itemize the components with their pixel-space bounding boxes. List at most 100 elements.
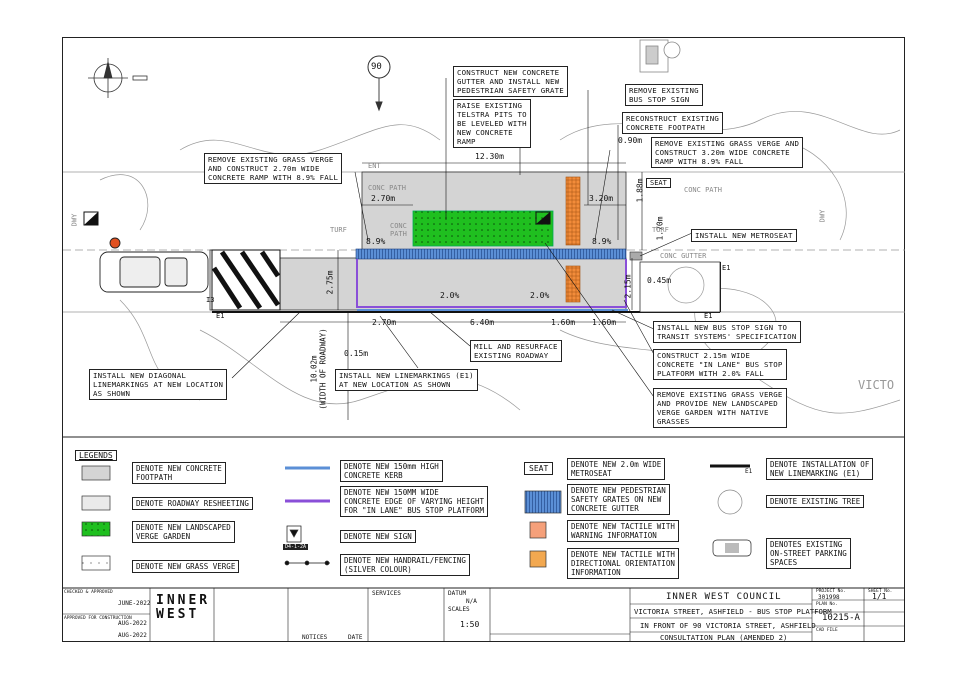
project-no-label: PROJECT No. [816,589,846,594]
dim-015: 0.15m [344,349,369,358]
note-construct-gutter: CONSTRUCT NEW CONCRETE GUTTER AND INSTAL… [453,66,568,97]
tactile-directional [565,176,581,246]
dim-090: 0.90m [618,136,643,145]
datum-label: DATUM [448,590,467,597]
legend-item-handrail: DENOTE NEW HANDRAIL/FENCING (SILVER COLO… [340,554,470,576]
council-name: INNER WEST COUNCIL [666,592,782,602]
dim-overall: 12.30m [475,152,504,161]
label-conc-path-right: CONC PATH [684,186,722,194]
label-seat: SEAT [646,178,671,188]
legend-item-resheeting: DENOTE ROADWAY RESHEETING [132,497,253,510]
note-raise-telstra: RAISE EXISTING TELSTRA PITS TO BE LEVELE… [453,99,531,148]
datum-value: N/A [466,598,477,605]
label-conc-path-small: CONC PATH [390,222,407,238]
label-e1-b: E1 [722,264,731,272]
dim-bot-160b: 1.60m [592,318,617,327]
note-mill-resurface: MILL AND RESURFACE EXISTING ROADWAY [470,340,562,362]
label-dwy-right: DWY [818,209,827,223]
legend-item-tactile-directional: DENOTE NEW TACTILE WITH DIRECTIONAL ORIE… [567,548,679,579]
council-logo: INNER WEST [156,593,211,622]
sheet-no: 1/1 [872,592,887,601]
north-arrow [88,58,148,98]
label-e1-a: E1 [216,312,225,320]
plan-status: CONSULTATION PLAN (AMENDED 2) [660,633,788,642]
legend-item-garden: DENOTE NEW LANDSCAPED VERGE GARDEN [132,521,235,543]
date-3: AUG-2022 [118,632,147,639]
legend-sign-code: D4-1-2A [283,544,309,550]
label-victo: VICTO [858,378,895,392]
label-conc-path-left: CONC PATH [368,184,406,192]
note-remove-verge-garden: REMOVE EXISTING GRASS VERGE AND PROVIDE … [653,388,787,428]
pct-right: 8.9% [592,237,612,246]
legend-item-tactile-warning: DENOTE NEW TACTILE WITH WARNING INFORMAT… [567,520,679,542]
legend-item-sign: DENOTE NEW SIGN [340,530,416,543]
dim-left-ramp: 2.70m [371,194,396,203]
label-conc-gutter: CONC GUTTER [660,252,707,260]
label-e1-c: E1 [704,312,713,320]
approved-construction: APPROVED FOR CONSTRUCTION [64,616,132,621]
pedestrian-safety-grate [355,248,627,260]
dim-1002: 10.02m (WIDTH OF ROADWAY) [309,328,328,410]
fall-1: 2.0% [440,291,460,300]
legend-seat-symbol: SEAT [524,462,554,475]
project-location: IN FRONT OF 90 VICTORIA STREET, ASHFIELD [640,621,816,630]
label-turf-left: TURF [330,226,347,234]
drawing-sheet [62,37,905,642]
note-construct-platform: CONSTRUCT 2.15m WIDE CONCRETE "IN LANE" … [653,349,787,380]
legend-item-metroseat: DENOTE NEW 2.0m WIDE METROSEAT [567,458,666,480]
legend-item-tree: DENOTE EXISTING TREE [766,495,865,508]
parked-car-icon [99,237,209,293]
existing-tree-icon [667,266,705,304]
legend-item-linemarking: DENOTE INSTALLATION OF NEW LINEMARKING (… [766,458,874,480]
warning-markers [83,211,551,226]
scales-label: SCALES [448,606,470,613]
pct-left: 8.9% [366,237,386,246]
checked-approved: CHECKED & APPROVED [64,590,113,595]
dim-bot-640: 6.40m [470,318,495,327]
dim-bot-160a: 1.60m [551,318,576,327]
label-turf-right: TURF [652,226,669,234]
scale-value: 1:50 [460,620,480,629]
dim-bot-270: 2.70m [372,318,397,327]
dim-right-ramp: 3.20m [589,194,614,203]
services-label: SERVICES [372,590,401,597]
note-remove-sign: REMOVE EXISTING BUS STOP SIGN [625,84,703,106]
legend-item-grates: DENOTE NEW PEDESTRIAN SAFETY GRATES ON N… [567,484,670,515]
dim-188: 1.88m [635,178,645,203]
note-install-metroseat: INSTALL NEW METROSEAT [691,229,797,242]
plan-no: 10215-A [822,613,860,623]
metroseat [629,251,643,261]
project-title: VICTORIA STREET, ASHFIELD - BUS STOP PLA… [634,607,832,616]
plan-no-label: PLAN No. [816,602,838,607]
in-lane-edge [356,259,627,308]
date-1: JUNE-2022 [118,600,151,607]
dim-275: 2.75m [325,270,335,295]
diagonal-linemarkings [211,249,281,311]
conc-gutter-box [639,261,721,313]
note-remove-verge-left: REMOVE EXISTING GRASS VERGE AND CONSTRUC… [204,153,343,184]
label-ent: ENT [368,162,381,170]
title-block-grid [62,588,905,642]
cad-file: CAD FILE [816,628,838,633]
date-label: DATE [348,634,363,641]
legend-title: LEGENDS [75,450,117,461]
legend-item-kerb: DENOTE NEW 150mm HIGH CONCRETE KERB [340,460,443,482]
dim-045: 0.45m [647,276,672,285]
fall-2: 2.0% [530,291,550,300]
project-no: 301998 [818,594,840,601]
notices-label: NOTICES [302,634,328,641]
label-dwy-left: DWY [70,213,79,227]
existing-bus-stop-icon [639,39,681,73]
legend-item-parking: DENOTES EXISTING ON-STREET PARKING SPACE… [766,538,851,569]
dim-215: 2.15m [623,274,633,299]
landscaped-verge-garden [412,210,554,247]
note-install-bus-sign: INSTALL NEW BUS STOP SIGN TO TRANSIT SYS… [653,321,801,343]
note-install-diagonal: INSTALL NEW DIAGONAL LINEMARKINGS AT NEW… [89,369,228,400]
note-remove-verge-right: REMOVE EXISTING GRASS VERGE AND CONSTRUC… [651,137,804,168]
note-reconstruct-footpath: RECONSTRUCT EXISTING CONCRETE FOOTPATH [622,112,723,134]
legend-item-footpath: DENOTE NEW CONCRETE FOOTPATH [132,462,226,484]
legend-e1-mark: E1 [745,468,753,475]
note-install-linemarkings: INSTALL NEW LINEMARKINGS (E1) AT NEW LOC… [335,369,478,391]
legend-swatches [81,464,752,571]
